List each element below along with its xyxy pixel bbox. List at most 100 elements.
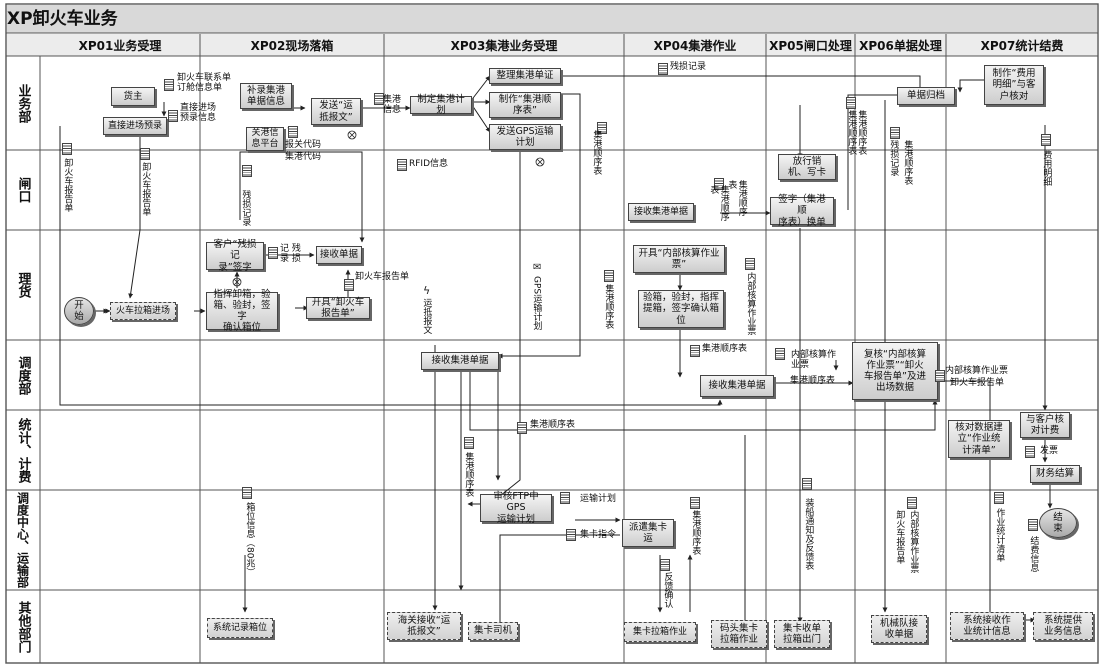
node-jika-shoudan[interactable]: 集卡收单 拉箱出门	[774, 620, 830, 648]
label-zuoye-qingdan: 作业统计清单	[994, 508, 1005, 562]
label-zhuangchuan: 装船通知及反馈表	[803, 498, 814, 570]
document-icon	[745, 258, 755, 270]
label-jika-zhiling: 集卡指令	[580, 530, 617, 540]
node-guanjian[interactable]: 关港信 息平台	[246, 127, 284, 151]
node-jieshou-xp04[interactable]: 接收集港单据	[700, 375, 774, 397]
node-zhizuo-feiyong[interactable]: 制作“费用 明细”与客 户核对	[984, 65, 1044, 105]
lane-qita: 其他部门	[15, 600, 31, 653]
node-kaiju-xieche[interactable]: 开具“卸火车 报告单”	[306, 297, 370, 319]
node-zhijie-jinchang[interactable]: 直接进场预录	[103, 117, 167, 135]
label-canjun-v2: 残损记录	[888, 140, 899, 176]
node-haiguan[interactable]: 海关接收“运 抵报文”	[387, 612, 461, 640]
label-jiefei: 结费信息	[1028, 536, 1039, 572]
document-icon	[775, 348, 785, 360]
document-icon	[140, 148, 150, 160]
lane-lihuo: 理货	[15, 272, 31, 298]
phase-xp07: XP07统计结费	[980, 38, 1064, 53]
document-icon	[658, 63, 668, 75]
label-canjun-v: 残损记录	[240, 190, 251, 226]
label-shunxu-7: 集港顺序表	[726, 180, 747, 216]
label-lianxi: 卸火车联系单 订舱信息单	[177, 73, 232, 94]
phase-xp01: XP01业务受理	[78, 38, 162, 53]
node-hedui[interactable]: 核对数据建 立“作业统 计清单”	[948, 420, 1010, 458]
node-buchong[interactable]: 补录集港 单据信息	[240, 83, 292, 109]
label-feiyong: 费用明细	[1041, 150, 1052, 186]
node-xitong-jilu[interactable]: 系统记录箱位	[207, 618, 273, 638]
label-xiehuo-v: 卸火车报告单	[894, 510, 905, 564]
node-matou[interactable]: 码头集卡 拉箱作业	[711, 620, 767, 648]
node-kehu-canjun[interactable]: 客户“残损记 录”签字	[206, 239, 264, 273]
label-shunxu-3: 集港顺序表	[530, 420, 576, 430]
node-fuhe[interactable]: 复核“内部核算 作业票”“卸火 车报告单”及进 出场数据	[852, 342, 938, 400]
label-xiehuo-3: 卸火车报告单	[355, 272, 410, 282]
label-shunxu-5: 集港顺序表	[690, 510, 701, 555]
label-jigang-code: 集港代码	[285, 152, 322, 162]
label-yunshu: 运输计划	[580, 494, 617, 504]
document-icon	[1028, 519, 1038, 531]
document-icon	[62, 143, 72, 155]
label-yundi: 运抵报文	[421, 298, 432, 334]
lane-yewubu: 业务部	[15, 83, 31, 123]
decorations	[232, 130, 545, 287]
label-fapiao: 发票	[1040, 446, 1059, 456]
label-shunxu-6: 集港顺序表	[702, 344, 748, 354]
node-yanxiang-tixiang[interactable]: 验箱，验封，指挥 提箱，签字确认箱 位	[638, 290, 724, 328]
node-huozhu[interactable]: 货主	[111, 87, 155, 106]
document-icon	[604, 270, 614, 282]
document-icon	[907, 497, 917, 509]
node-kehu-jifei[interactable]: 与客户核 对计费	[1020, 412, 1070, 438]
node-fasong-yundi[interactable]: 发送“运 抵报文”	[311, 98, 361, 125]
node-paiqian[interactable]: 派遣集卡 运	[622, 519, 674, 547]
node-danju-guidang[interactable]: 单据归档	[897, 87, 955, 105]
node-shenhe-ftp[interactable]: 审核FTP中GPS 运输计划	[480, 491, 552, 525]
node-end[interactable]: 结 束	[1039, 508, 1077, 538]
node-start[interactable]: 开 始	[64, 297, 94, 325]
node-fasong-gps[interactable]: 发送GPS运输 计划	[489, 124, 561, 150]
label-jilu-canjun: 记 残 录 损	[280, 244, 301, 265]
grid	[5, 3, 1099, 664]
document-icon	[597, 122, 607, 134]
document-icon	[464, 437, 474, 449]
node-zhengli-pingzheng[interactable]: 整理集港单证	[489, 68, 561, 84]
node-zhizuo-shunxu[interactable]: 制作“集港顺 序表”	[489, 92, 561, 118]
phase-xp05: XP05闸口处理	[769, 38, 852, 53]
document-icon	[517, 422, 527, 434]
node-jika-laxiang[interactable]: 集卡拉箱作业	[624, 622, 696, 642]
document-icon	[1041, 134, 1051, 146]
document-icon	[690, 345, 700, 357]
document-icon	[846, 97, 856, 109]
node-fangxing[interactable]: 放行销 机、写卡	[778, 154, 836, 180]
label-canjun-top: 残损记录	[670, 62, 707, 72]
node-huoche-lajiang[interactable]: 火车拉箱进场	[110, 302, 176, 320]
document-icon	[268, 247, 278, 259]
document-icon	[802, 478, 812, 490]
node-jieshou-xp03[interactable]: 接收集港单据	[421, 352, 499, 370]
node-jika-siji[interactable]: 集卡司机	[468, 622, 518, 640]
label-baoguan: 报关代码	[285, 140, 322, 150]
phase-xp02: XP02现场落箱	[250, 38, 334, 53]
label-shunxu-4: 集港顺序表	[463, 452, 474, 497]
node-xitong-yewu[interactable]: 系统提供 业务信息	[1033, 612, 1093, 640]
node-jieshou-zhakou[interactable]: 接收集港单据	[628, 203, 694, 221]
document-icon	[374, 93, 384, 105]
phase-xp04: XP04集港作业	[653, 38, 737, 53]
label-rfid: RFID信息	[409, 159, 449, 169]
node-jieshou-dan[interactable]: 接收单据	[316, 246, 362, 264]
label-fankui: 反馈确认	[662, 572, 673, 608]
label-jigang-v1: 集港顺序表	[856, 110, 867, 155]
node-zhiding-jigang[interactable]: 制定集港计划	[410, 94, 472, 116]
node-kaiju-neibu[interactable]: 开具“内部核算作业 票”	[633, 245, 725, 273]
node-jixie-jieshou[interactable]: 机械队接 收单据	[871, 615, 927, 643]
node-qianzi-zhakou[interactable]: 签字（集港顺 序表）换单	[770, 194, 834, 228]
node-caiwu[interactable]: 财务结算	[1030, 465, 1080, 483]
document-icon	[935, 370, 945, 382]
lane-diaodubu: 调度部	[15, 355, 31, 395]
lane-zhakou: 闸口	[15, 177, 31, 203]
document-icon	[1025, 446, 1035, 458]
document-icon	[566, 529, 576, 541]
document-icon	[890, 127, 900, 139]
document-icon	[690, 497, 700, 509]
node-zhihui-xiexiang[interactable]: 指挥卸箱，验 箱、验封，签字 确认箱位	[206, 289, 278, 333]
node-xitong-zuoye[interactable]: 系统接收作 业统计信息	[950, 612, 1024, 640]
